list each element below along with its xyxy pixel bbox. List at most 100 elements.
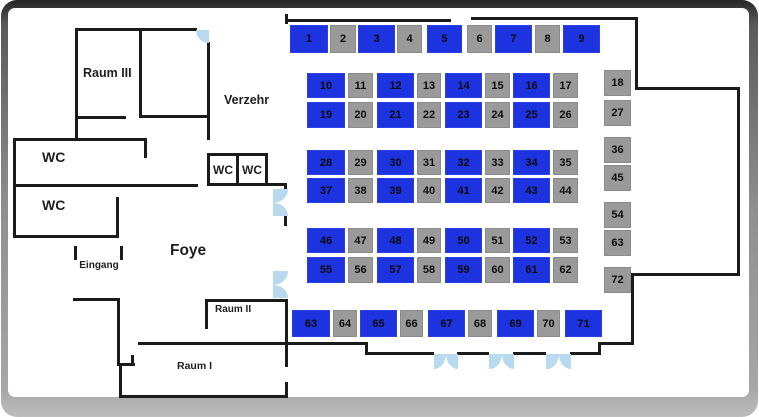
wall-segment [75, 28, 197, 31]
table-23[interactable]: 23 [445, 102, 482, 128]
wall-segment [207, 153, 210, 186]
table-36[interactable]: 36 [604, 137, 631, 163]
table-58[interactable]: 58 [417, 257, 441, 283]
table-20[interactable]: 20 [348, 102, 373, 128]
table-6[interactable]: 6 [467, 25, 492, 53]
table-53[interactable]: 53 [553, 228, 578, 253]
door-swing-icon [196, 30, 209, 43]
table-31[interactable]: 31 [417, 150, 441, 175]
table-10[interactable]: 10 [307, 73, 345, 98]
table-14[interactable]: 14 [445, 73, 482, 98]
table-55[interactable]: 55 [307, 257, 345, 283]
wall-segment [287, 19, 451, 22]
table-35[interactable]: 35 [553, 150, 578, 175]
table-67[interactable]: 67 [428, 310, 465, 337]
table-25[interactable]: 25 [513, 102, 550, 128]
room-label-wc-bottom: WC [42, 197, 66, 213]
table-18[interactable]: 18 [604, 70, 631, 96]
table-46[interactable]: 46 [307, 228, 345, 253]
table-3[interactable]: 3 [358, 25, 395, 53]
table-60[interactable]: 60 [485, 257, 510, 283]
table-63[interactable]: 63 [292, 310, 330, 337]
wall-segment [205, 299, 208, 329]
table-69[interactable]: 69 [497, 310, 534, 337]
table-40[interactable]: 40 [417, 178, 441, 203]
table-37[interactable]: 37 [307, 178, 345, 203]
door-swing-icon [273, 271, 288, 285]
wall-segment [365, 342, 368, 355]
table-59[interactable]: 59 [445, 257, 482, 283]
table-26[interactable]: 26 [553, 102, 578, 128]
door-swing-icon [489, 354, 502, 369]
wall-segment [635, 87, 740, 90]
table-56[interactable]: 56 [348, 257, 373, 283]
table-72[interactable]: 72 [604, 267, 631, 293]
table-28[interactable]: 28 [307, 150, 345, 175]
table-44[interactable]: 44 [553, 178, 578, 203]
table-30[interactable]: 30 [377, 150, 414, 175]
table-11[interactable]: 11 [348, 73, 373, 98]
table-34[interactable]: 34 [513, 150, 550, 175]
table-22[interactable]: 22 [417, 102, 441, 128]
table-19[interactable]: 19 [307, 102, 345, 128]
table-64[interactable]: 64 [333, 310, 357, 337]
table-45[interactable]: 45 [604, 165, 631, 191]
table-66[interactable]: 66 [400, 310, 423, 337]
table-52[interactable]: 52 [513, 228, 550, 253]
table-63[interactable]: 63 [604, 230, 631, 256]
room-label-foye: Foye [170, 242, 207, 259]
table-70[interactable]: 70 [537, 310, 560, 337]
wall-segment [236, 153, 239, 186]
table-42[interactable]: 42 [485, 178, 510, 203]
table-1[interactable]: 1 [290, 25, 328, 53]
table-39[interactable]: 39 [377, 178, 414, 203]
table-57[interactable]: 57 [377, 257, 414, 283]
table-48[interactable]: 48 [377, 228, 414, 253]
table-17[interactable]: 17 [553, 73, 578, 98]
wall-segment [144, 138, 147, 158]
table-51[interactable]: 51 [485, 228, 510, 253]
table-2[interactable]: 2 [330, 25, 356, 53]
table-24[interactable]: 24 [485, 102, 510, 128]
room-label-wc-small-right: WC [242, 162, 262, 177]
table-33[interactable]: 33 [485, 150, 510, 175]
wall-segment [635, 17, 638, 90]
wall-segment [119, 364, 122, 398]
table-71[interactable]: 71 [565, 310, 602, 337]
wall-segment [205, 299, 287, 302]
room-label-raum1: Raum I [177, 360, 213, 372]
room-label-raum3: Raum III [83, 66, 132, 80]
table-8[interactable]: 8 [535, 25, 560, 53]
wall-segment [75, 28, 78, 140]
table-12[interactable]: 12 [377, 73, 414, 98]
table-47[interactable]: 47 [348, 228, 373, 253]
table-4[interactable]: 4 [397, 25, 422, 53]
table-5[interactable]: 5 [427, 25, 462, 53]
table-49[interactable]: 49 [417, 228, 441, 253]
table-50[interactable]: 50 [445, 228, 482, 253]
table-29[interactable]: 29 [348, 150, 373, 175]
table-65[interactable]: 65 [360, 310, 397, 337]
door-swing-icon [273, 284, 288, 298]
table-68[interactable]: 68 [468, 310, 492, 337]
table-27[interactable]: 27 [604, 100, 631, 126]
table-21[interactable]: 21 [377, 102, 414, 128]
room-label-wc-top: WC [42, 149, 66, 165]
room-label-wc-small-left: WC [213, 162, 233, 177]
table-32[interactable]: 32 [445, 150, 482, 175]
table-15[interactable]: 15 [485, 73, 510, 98]
table-16[interactable]: 16 [513, 73, 550, 98]
table-54[interactable]: 54 [604, 202, 631, 228]
table-43[interactable]: 43 [513, 178, 550, 203]
wall-segment [139, 28, 142, 118]
table-9[interactable]: 9 [563, 25, 600, 53]
table-62[interactable]: 62 [553, 257, 578, 283]
table-61[interactable]: 61 [513, 257, 550, 283]
table-13[interactable]: 13 [417, 73, 441, 98]
table-38[interactable]: 38 [348, 178, 373, 203]
door-swing-icon [546, 354, 559, 369]
table-41[interactable]: 41 [445, 178, 482, 203]
table-7[interactable]: 7 [495, 25, 532, 53]
wall-segment [471, 17, 638, 20]
